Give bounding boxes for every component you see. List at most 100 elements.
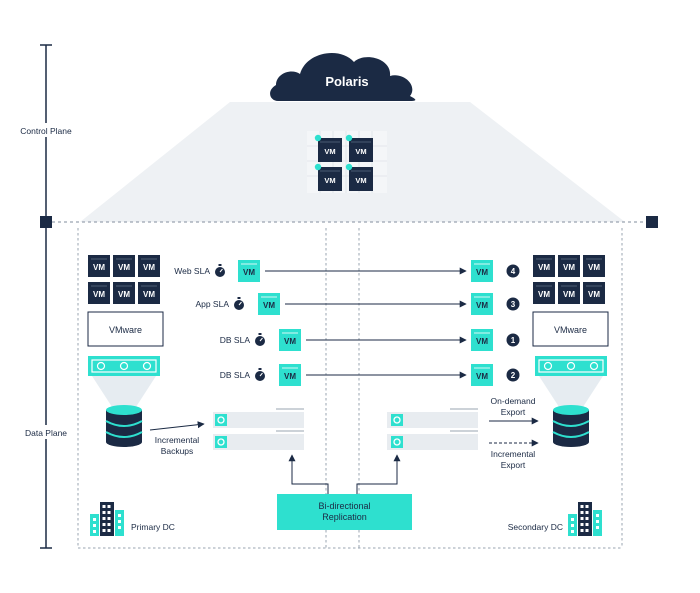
order-badge: 2: [506, 368, 520, 382]
building-icon: [90, 502, 124, 536]
primary-vm-grid: VM VM VM VM VM VM: [88, 255, 160, 304]
vm-tile: VM: [138, 255, 160, 277]
divider-right-handle: [646, 216, 658, 228]
primary-dc-label: Primary DC: [131, 522, 175, 532]
polaris-label: Polaris: [325, 74, 368, 89]
vm-tile: VM: [583, 255, 605, 277]
secondary-dc-label: Secondary DC: [508, 522, 563, 532]
secondary-vmware-label: VMware: [554, 325, 587, 335]
source-vm: VM: [279, 364, 301, 386]
database-icon: [105, 405, 143, 447]
on-demand-export-label-1: On-demand: [491, 396, 536, 406]
vm-tile: VM: [533, 255, 555, 277]
snapshot-icon: [215, 414, 227, 426]
svg-text:VM: VM: [476, 301, 488, 310]
order-badge: 4: [506, 264, 520, 278]
primary-backup-bands: [213, 408, 304, 450]
svg-text:VM: VM: [284, 372, 296, 381]
plane-scale: Control Plane Data Plane: [20, 44, 72, 549]
order-badge: 1: [506, 333, 520, 347]
svg-text:VM: VM: [563, 263, 575, 272]
svg-text:VM: VM: [93, 290, 105, 299]
incremental-backups-label-2: Backups: [161, 446, 194, 456]
vm-tile: VM: [113, 282, 135, 304]
sla-label: DB SLA: [220, 370, 251, 380]
svg-text:VM: VM: [324, 176, 335, 185]
svg-text:VM: VM: [355, 176, 366, 185]
control-vm: VM: [314, 163, 342, 191]
target-vm: VM: [471, 293, 493, 315]
replication-box: Bi-directional Replication: [277, 494, 412, 530]
divider-left-handle: [40, 216, 52, 228]
stopwatch-icon: [255, 333, 265, 346]
control-vm: VM: [314, 134, 342, 162]
order-badge: 3: [506, 297, 520, 311]
svg-text:VM: VM: [263, 301, 275, 310]
snapshot-icon: [215, 436, 227, 448]
storage-appliance-icon: [88, 356, 160, 376]
vm-tile: VM: [558, 282, 580, 304]
secondary-backup-bands: [387, 408, 478, 450]
stopwatch-icon: [234, 297, 244, 310]
svg-text:VM: VM: [118, 263, 130, 272]
svg-text:VM: VM: [563, 290, 575, 299]
source-vm: VM: [279, 329, 301, 351]
incremental-backup-arrow: [149, 421, 205, 431]
sla-row: DB SLA VM VM 2: [220, 364, 520, 386]
stopwatch-icon: [215, 264, 225, 277]
target-vm: VM: [471, 329, 493, 351]
on-demand-export-label-2: Export: [501, 407, 526, 417]
svg-text:VM: VM: [476, 337, 488, 346]
storage-appliance-icon: [535, 356, 607, 376]
svg-text:VM: VM: [476, 372, 488, 381]
svg-text:1: 1: [511, 336, 516, 345]
svg-text:4: 4: [511, 267, 516, 276]
incremental-backups-label-1: Incremental: [155, 435, 200, 445]
primary-beam: [92, 376, 156, 410]
source-vm: VM: [238, 260, 260, 282]
primary-vmware-label: VMware: [109, 325, 142, 335]
target-vm: VM: [471, 260, 493, 282]
database-icon: [552, 405, 590, 447]
vm-tile: VM: [88, 282, 110, 304]
svg-text:VM: VM: [588, 263, 600, 272]
vm-tile: VM: [558, 255, 580, 277]
vm-tile: VM: [113, 255, 135, 277]
control-vm: VM: [345, 134, 373, 162]
incremental-export-label-2: Export: [501, 460, 526, 470]
cloud-icon: [270, 52, 416, 101]
vm-tile: VM: [533, 282, 555, 304]
sla-label: DB SLA: [220, 335, 251, 345]
primary-vmware-box: VMware: [87, 311, 164, 347]
svg-text:VM: VM: [588, 290, 600, 299]
data-center-frames: [77, 228, 623, 549]
vm-tile: VM: [88, 255, 110, 277]
building-icon: [568, 502, 602, 536]
svg-text:VM: VM: [143, 290, 155, 299]
target-vm: VM: [471, 364, 493, 386]
sla-row: DB SLA VM VM 1: [220, 329, 520, 351]
svg-text:VM: VM: [538, 263, 550, 272]
replication-label-1: Bi-directional: [318, 501, 370, 511]
replication-left-arrow: [288, 454, 329, 494]
svg-text:2: 2: [511, 371, 516, 380]
svg-text:VM: VM: [324, 147, 335, 156]
snapshot-icon: [391, 436, 403, 448]
secondary-beam: [539, 376, 603, 410]
svg-text:VM: VM: [243, 268, 255, 277]
data-plane-label: Data Plane: [25, 428, 67, 438]
replication-label-2: Replication: [322, 512, 367, 522]
control-plane-label: Control Plane: [20, 126, 72, 136]
svg-text:VM: VM: [355, 147, 366, 156]
secondary-vmware-box: VMware: [532, 311, 609, 347]
control-vm: VM: [345, 163, 373, 191]
svg-text:VM: VM: [93, 263, 105, 272]
incremental-export-label-1: Incremental: [491, 449, 536, 459]
source-vm: VM: [258, 293, 280, 315]
svg-text:VM: VM: [143, 263, 155, 272]
svg-text:VM: VM: [118, 290, 130, 299]
svg-text:VM: VM: [538, 290, 550, 299]
